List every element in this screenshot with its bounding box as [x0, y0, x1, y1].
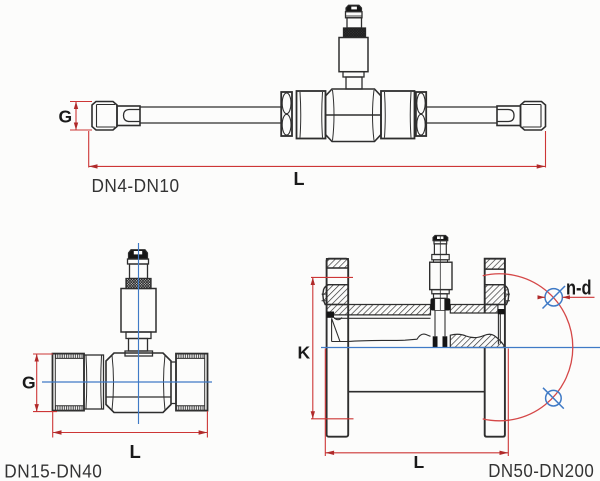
svg-text:L: L: [130, 441, 141, 462]
svg-text:DN50-DN200: DN50-DN200: [488, 460, 594, 481]
svg-text:n-d: n-d: [566, 278, 592, 300]
svg-text:DN15-DN40: DN15-DN40: [4, 461, 102, 481]
svg-text:G: G: [22, 373, 36, 393]
svg-text:G: G: [59, 107, 73, 127]
svg-text:L: L: [294, 169, 305, 189]
svg-text:K: K: [298, 343, 311, 363]
svg-text:L: L: [414, 452, 425, 472]
svg-text:DN4-DN10: DN4-DN10: [92, 175, 180, 196]
